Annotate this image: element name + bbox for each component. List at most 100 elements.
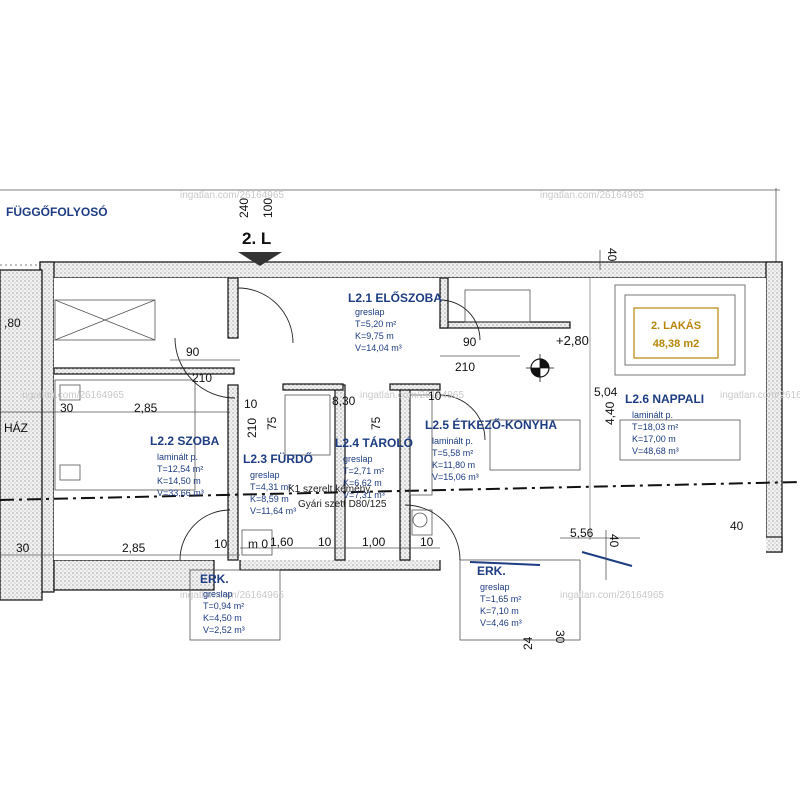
- room-erkely-1: ERK. greslap T=0,94 m² K=4,50 m V=2,52 m…: [200, 572, 245, 635]
- room-perimeter: K=8,59 m: [250, 494, 289, 504]
- dim-30: 30: [16, 541, 30, 555]
- entrance-label: 2. L: [242, 229, 271, 248]
- room-erkely-2: ERK. greslap T=1,65 m² K=7,10 m V=4,46 m…: [477, 564, 522, 628]
- room-area: T=12,54 m²: [157, 464, 203, 474]
- dim-m0: m 0: [248, 537, 268, 551]
- room-volume: V=48,68 m³: [632, 446, 679, 456]
- dim-90: 90: [463, 335, 477, 349]
- dim-1-60: 1,60: [270, 535, 294, 549]
- room-konyha: L2.5 ÉTKEZŐ-KONYHA laminált p. T=5,58 m²…: [425, 417, 557, 482]
- room-volume: V=11,64 m³: [250, 506, 296, 516]
- dim-30: 30: [553, 630, 567, 644]
- watermark: ingatlan.com/26164965: [180, 190, 284, 201]
- room-volume: V=4,46 m³: [480, 618, 522, 628]
- room-area: T=5,20 m²: [355, 319, 396, 329]
- dim-40: 40: [730, 519, 744, 533]
- room-floor: laminált p.: [432, 436, 473, 446]
- room-name: L2.2 SZOBA: [150, 434, 220, 448]
- room-floor: greslap: [480, 582, 510, 592]
- room-area: T=2,71 m²: [343, 466, 384, 476]
- dim-10: 10: [428, 389, 442, 403]
- upper-outlines: [0, 188, 780, 266]
- room-perimeter: K=9,75 m: [355, 331, 394, 341]
- dim-40: 40: [605, 248, 619, 262]
- watermark: ingatlan.com/26164965: [360, 390, 464, 401]
- room-tarolo: L2.4 TÁROLÓ greslap T=2,71 m² K=6,62 m V…: [335, 435, 413, 500]
- dim-5-04: 5,04: [594, 385, 618, 399]
- room-name: ERK.: [200, 572, 229, 586]
- elevation-mark: +2,80: [556, 333, 589, 348]
- corridor-label: FÜGGŐFOLYOSÓ: [6, 204, 108, 219]
- room-volume: V=7,31 m³: [343, 490, 385, 500]
- room-volume: V=15,06 m³: [432, 472, 479, 482]
- apartment-area: 48,38 m2: [653, 338, 699, 350]
- dim-8-30: 8,30: [332, 394, 356, 408]
- watermark: ingatlan.com/26164965: [720, 390, 800, 401]
- dim-5-56: 5,56: [570, 526, 594, 540]
- room-area: T=4,31 m²: [250, 482, 291, 492]
- dim-10: 10: [244, 397, 258, 411]
- dim-2-85: 2,85: [134, 401, 158, 415]
- room-volume: V=14,04 m³: [355, 343, 402, 353]
- dim-4-40: 4,40: [603, 401, 617, 425]
- room-perimeter: K=11,80 m: [432, 460, 475, 470]
- room-name: L2.4 TÁROLÓ: [335, 435, 413, 450]
- elevation-marker-icon: [526, 354, 554, 382]
- dim-2-85: 2,85: [122, 541, 146, 555]
- room-perimeter: K=14,50 m: [157, 476, 201, 486]
- room-furdo: L2.3 FÜRDŐ greslap T=4,31 m² K=8,59 m V=…: [243, 451, 313, 516]
- room-floor: laminált p.: [157, 452, 198, 462]
- room-volume: V=2,52 m³: [203, 625, 245, 635]
- chimney-note-line1: K1 szerelt kémény: [288, 484, 370, 495]
- room-floor: laminált p.: [632, 410, 673, 420]
- balconies: [189, 551, 633, 641]
- room-nappali: L2.6 NAPPALI laminált p. T=18,03 m² K=17…: [625, 392, 704, 456]
- room-szoba: L2.2 SZOBA laminált p. T=12,54 m² K=14,5…: [150, 434, 220, 498]
- dim-24: 24: [521, 636, 535, 650]
- dim-80: ,80: [4, 316, 21, 330]
- room-floor: greslap: [355, 307, 385, 317]
- dim-10: 10: [318, 535, 332, 549]
- entrance-arrow-icon: [238, 252, 282, 266]
- room-floor: greslap: [343, 454, 373, 464]
- watermark: ingatlan.com/26164965: [560, 590, 664, 601]
- dim-75: 75: [265, 416, 279, 430]
- room-area: T=18,03 m²: [632, 422, 678, 432]
- dim-75: 75: [369, 416, 383, 430]
- apartment-title: 2. LAKÁS: [651, 319, 701, 332]
- dim-10: 10: [214, 537, 228, 551]
- dim-1-00: 1,00: [362, 535, 386, 549]
- room-name: L2.3 FÜRDŐ: [243, 451, 313, 466]
- room-name: L2.1 ELŐSZOBA: [348, 290, 442, 305]
- dim-40: 40: [607, 534, 621, 548]
- apartment-badge: 2. LAKÁS 48,38 m2: [633, 307, 719, 359]
- room-perimeter: K=4,50 m: [203, 613, 242, 623]
- watermark: ingatlan.com/26164965: [540, 190, 644, 201]
- dim-210: 210: [455, 360, 475, 374]
- room-area: T=0,94 m²: [203, 601, 244, 611]
- entrance-dim-240: 240: [237, 198, 251, 218]
- doors: [174, 287, 486, 561]
- dim-90: 90: [186, 345, 200, 359]
- room-floor: greslap: [250, 470, 280, 480]
- room-name: L2.6 NAPPALI: [625, 392, 704, 406]
- room-volume: V=33,66 m³: [157, 488, 204, 498]
- dim-30: 30: [60, 401, 74, 415]
- room-area: T=5,58 m²: [432, 448, 473, 458]
- room-eloszoba: L2.1 ELŐSZOBA greslap T=5,20 m² K=9,75 m…: [348, 290, 442, 353]
- furniture: [54, 284, 746, 556]
- dim-10: 10: [420, 535, 434, 549]
- room-perimeter: K=17,00 m: [632, 434, 676, 444]
- room-perimeter: K=7,10 m: [480, 606, 519, 616]
- dim-210: 210: [245, 418, 259, 438]
- watermark: ingatlan.com/26164965: [20, 390, 124, 401]
- dimension-lines: [0, 250, 640, 580]
- room-area: T=1,65 m²: [480, 594, 521, 604]
- label-haz: HÁZ: [4, 420, 28, 435]
- room-name: L2.5 ÉTKEZŐ-KONYHA: [425, 417, 557, 432]
- room-floor: greslap: [203, 589, 233, 599]
- entrance-dim-100: 100: [261, 198, 275, 218]
- chimney-note-line2: Gyári szett D80/125: [298, 499, 387, 510]
- interior-walls: [53, 277, 591, 561]
